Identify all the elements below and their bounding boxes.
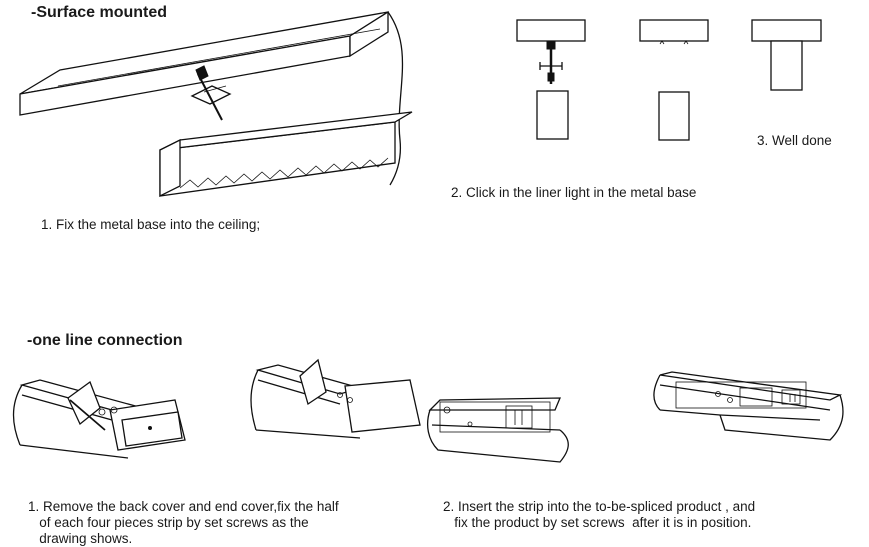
surface-step1-illustration [19, 10, 413, 198]
connection-step3-illustration [653, 371, 844, 441]
connection-step2-illustration [250, 358, 569, 463]
surface-step2-illustration [516, 19, 709, 141]
surface-step3-caption: 3. Well done [757, 133, 832, 148]
one-line-connection-title: -one line connection [27, 332, 183, 349]
connection-step1-illustration [12, 379, 186, 459]
surface-step1-caption: 1. Fix the metal base into the ceiling; [41, 217, 261, 232]
connection-step2-caption: 2. Insert the strip into the to-be-splic… [443, 499, 756, 530]
surface-step3-illustration [751, 19, 822, 91]
connection-step1-caption: 1. Remove the back cover and end cover,f… [28, 499, 339, 546]
surface-mounted-title: -Surface mounted [31, 4, 168, 21]
surface-step2-caption: 2. Click in the liner light in the metal… [451, 185, 697, 200]
